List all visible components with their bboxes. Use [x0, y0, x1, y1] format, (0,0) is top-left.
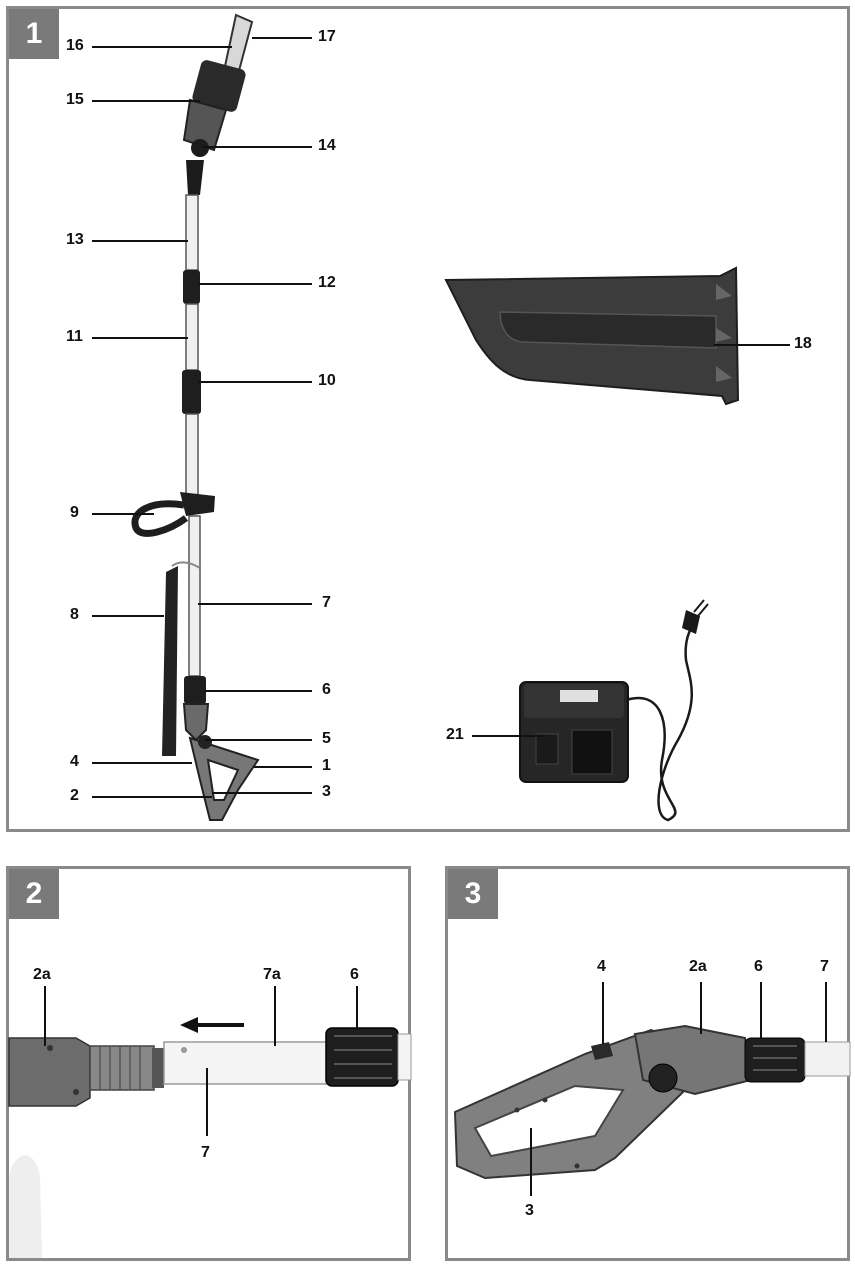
leader-line-6: [204, 690, 312, 692]
fig3-leader-6: [760, 982, 762, 1038]
fig3-leader-7: [825, 982, 827, 1042]
leader-line-15: [92, 100, 200, 102]
fig3-leader-2a: [700, 982, 702, 1034]
pole-saw-illustration: [131, 13, 740, 822]
label-4: 4: [70, 753, 79, 770]
leader-line-16: [92, 46, 232, 48]
fig3-label-3: 3: [525, 1202, 534, 1219]
leader-line-18: [714, 344, 790, 346]
figure-2-badge: 2: [9, 869, 59, 919]
label-7: 7: [322, 594, 331, 611]
handle-illustration: [453, 1024, 851, 1180]
label-13: 13: [66, 231, 84, 248]
leader-line-11: [92, 337, 188, 339]
fig3-label-7: 7: [820, 958, 829, 975]
label-14: 14: [318, 137, 336, 154]
fig3-label-4: 4: [597, 958, 606, 975]
fig2-label-2a: 2a: [33, 966, 51, 983]
leader-line-21: [472, 735, 546, 737]
label-3: 3: [322, 783, 331, 800]
fig2-leader-6: [356, 986, 358, 1030]
label-5: 5: [322, 730, 331, 747]
leader-line-3: [212, 792, 312, 794]
leader-line-4: [92, 762, 192, 764]
fig2-label-7: 7: [201, 1144, 210, 1161]
leader-line-5: [205, 739, 312, 741]
leader-line-7: [198, 603, 312, 605]
label-18: 18: [794, 335, 812, 352]
figure-1-badge: 1: [9, 9, 59, 59]
fig2-label-7a: 7a: [263, 966, 281, 983]
leader-line-13: [92, 240, 188, 242]
fig3-leader-4: [602, 982, 604, 1044]
leader-line-12: [198, 283, 312, 285]
label-15: 15: [66, 91, 84, 108]
label-16: 16: [66, 37, 84, 54]
label-6: 6: [322, 681, 331, 698]
leader-line-9: [92, 513, 154, 515]
arrow-left-icon: [180, 1017, 244, 1033]
fig2-leader-2a: [44, 986, 46, 1046]
label-1: 1: [322, 757, 331, 774]
fig2-label-6: 6: [350, 966, 359, 983]
label-17: 17: [318, 28, 336, 45]
leader-line-2: [92, 796, 212, 798]
leader-line-1: [254, 766, 312, 768]
label-8: 8: [70, 606, 79, 623]
fig3-label-2a: 2a: [689, 958, 707, 975]
fig3-label-6: 6: [754, 958, 763, 975]
fig2-leader-7a: [274, 986, 276, 1046]
label-12: 12: [318, 274, 336, 291]
figure-1-panel: 1: [6, 6, 850, 832]
figure-3-badge: 3: [448, 869, 498, 919]
label-21: 21: [446, 726, 464, 743]
pole-connection-illustration: [8, 1017, 412, 1258]
leader-line-8: [92, 615, 164, 617]
leader-line-17: [252, 37, 312, 39]
label-11: 11: [66, 328, 83, 345]
leader-line-10: [198, 381, 312, 383]
label-10: 10: [318, 372, 336, 389]
leader-line-14: [202, 146, 312, 148]
label-2: 2: [70, 787, 79, 804]
fig2-leader-7: [206, 1068, 208, 1136]
fig3-leader-3: [530, 1128, 532, 1196]
label-9: 9: [70, 504, 79, 521]
